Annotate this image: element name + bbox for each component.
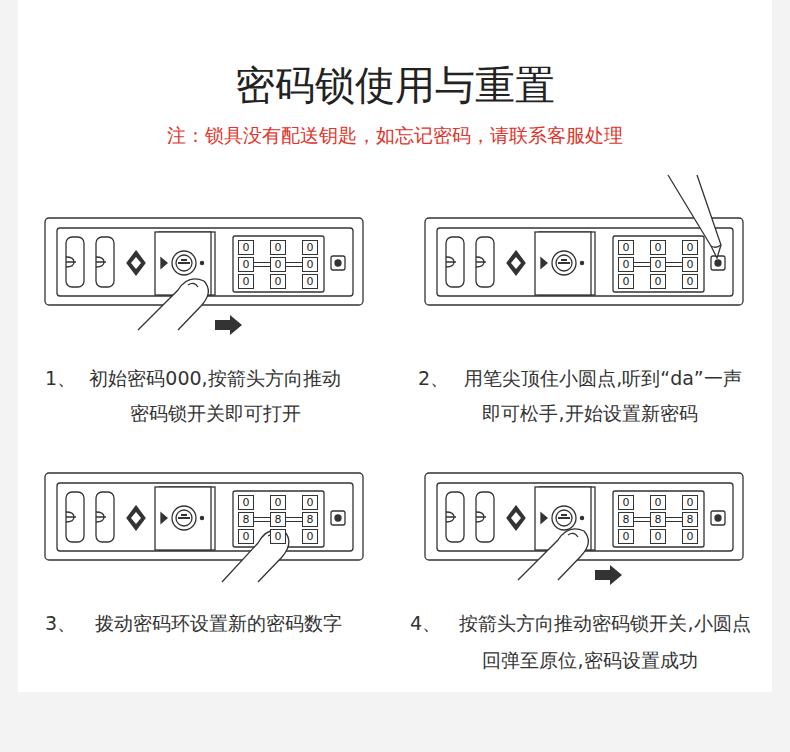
step-text: 密码锁开关即可打开	[130, 402, 301, 425]
step-number: 1、	[45, 367, 76, 390]
note: 注：锁具没有配送钥匙，如忘记密码，请联系客服处理	[167, 124, 623, 147]
digit-wheel: 0	[238, 240, 254, 255]
digit-text: 8	[623, 513, 630, 526]
digit-text: 0	[687, 275, 694, 288]
title: 密码锁使用与重置	[235, 61, 555, 109]
digit-wheel: 8	[302, 512, 318, 527]
digit-text: 0	[623, 496, 630, 509]
digit-wheel: 0	[270, 529, 286, 544]
digit-wheel: 0	[682, 529, 698, 544]
digit-link	[634, 263, 650, 267]
digit-wheel: 0	[302, 257, 318, 272]
digit-wheel: 0	[270, 495, 286, 510]
digit-wheel: 0	[270, 257, 286, 272]
digit-wheel: 0	[270, 274, 286, 289]
digit-link	[634, 518, 650, 522]
digit-text: 0	[623, 241, 630, 254]
step-text: 即可松手,开始设置新密码	[482, 402, 697, 425]
digit-text: 0	[307, 530, 314, 543]
digit-wheel: 0	[618, 240, 634, 255]
digit-text: 0	[655, 258, 662, 271]
digit-text: 8	[243, 513, 250, 526]
step-number: 3、	[45, 612, 76, 635]
digit-text: 0	[623, 530, 630, 543]
step-text: 初始密码000,按箭头方向推动	[89, 367, 340, 390]
digit-text: 0	[275, 258, 282, 271]
digit-wheel: 0	[682, 495, 698, 510]
digit-wheel: 8	[618, 512, 634, 527]
digit-text: 0	[243, 496, 250, 509]
digit-wheel: 0	[682, 240, 698, 255]
digit-text: 0	[275, 275, 282, 288]
digit-wheel: 0	[302, 495, 318, 510]
digit-wheel: 0	[650, 240, 666, 255]
digit-wheel: 0	[238, 274, 254, 289]
digit-wheel: 0	[618, 495, 634, 510]
digit-text: 8	[307, 513, 314, 526]
digit-wheel: 8	[650, 512, 666, 527]
digit-link	[254, 518, 270, 522]
digit-text: 0	[307, 258, 314, 271]
digit-wheel: 8	[238, 512, 254, 527]
digit-wheel: 0	[302, 529, 318, 544]
step-text: 按箭头方向推动密码锁开关,小圆点	[459, 612, 750, 635]
digit-text: 0	[655, 241, 662, 254]
digit-wheel: 0	[618, 274, 634, 289]
step-text: 拨动密码环设置新的密码数字	[95, 612, 342, 635]
digit-text: 0	[307, 496, 314, 509]
digit-text: 0	[243, 258, 250, 271]
digit-wheel: 0	[238, 257, 254, 272]
digit-text: 0	[307, 241, 314, 254]
digit-wheel: 0	[618, 529, 634, 544]
digit-link	[286, 518, 302, 522]
digit-text: 0	[655, 496, 662, 509]
digit-text: 8	[275, 513, 282, 526]
step-text: 用笔尖顶住小圆点,听到“da”一声	[464, 367, 741, 390]
digit-wheel: 8	[682, 512, 698, 527]
digit-wheel: 0	[682, 274, 698, 289]
digit-link	[666, 518, 682, 522]
digit-text: 0	[275, 241, 282, 254]
digit-text: 0	[655, 275, 662, 288]
step-number: 2、	[418, 367, 449, 390]
step-text: 回弹至原位,密码设置成功	[482, 649, 697, 672]
digit-text: 0	[243, 530, 250, 543]
digit-link	[666, 263, 682, 267]
digit-link	[254, 263, 270, 267]
digit-wheel: 0	[650, 257, 666, 272]
digit-text: 0	[307, 275, 314, 288]
digit-text: 0	[623, 258, 630, 271]
digit-text: 0	[243, 275, 250, 288]
digit-text: 0	[687, 530, 694, 543]
digit-wheel: 0	[270, 240, 286, 255]
step-number: 4、	[410, 612, 441, 635]
digit-wheel: 0	[682, 257, 698, 272]
digit-text: 0	[655, 530, 662, 543]
digit-text: 0	[275, 530, 282, 543]
digit-text: 8	[655, 513, 662, 526]
digit-text: 8	[687, 513, 694, 526]
digit-wheel: 0	[650, 495, 666, 510]
digit-wheel: 0	[650, 274, 666, 289]
digit-text: 0	[275, 496, 282, 509]
digit-wheel: 0	[618, 257, 634, 272]
digit-wheel: 0	[238, 495, 254, 510]
digit-wheel: 8	[270, 512, 286, 527]
digit-text: 0	[243, 241, 250, 254]
digit-wheel: 0	[650, 529, 666, 544]
digit-wheel: 0	[302, 240, 318, 255]
digit-text: 0	[687, 258, 694, 271]
digit-text: 0	[687, 496, 694, 509]
digit-wheel: 0	[302, 274, 318, 289]
digit-wheel: 0	[238, 529, 254, 544]
digit-link	[286, 263, 302, 267]
digit-text: 0	[687, 241, 694, 254]
digit-text: 0	[623, 275, 630, 288]
